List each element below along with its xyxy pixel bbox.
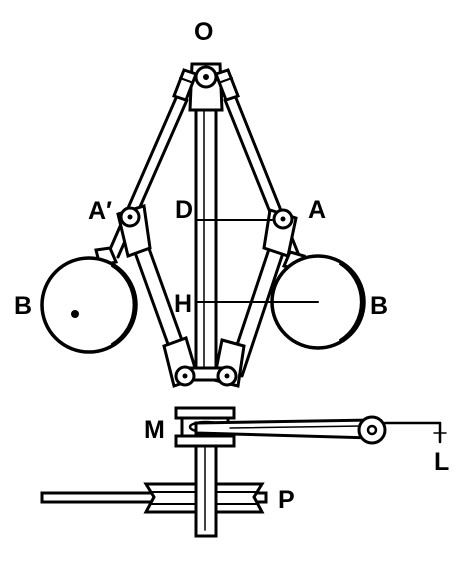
label-ball-b-left: B [14,292,32,320]
drive-belt-left [40,491,164,504]
label-pulley-p: P [278,486,295,514]
label-collar-a-prime: A′ [88,197,112,225]
pivot-head [188,62,224,112]
lever-arm [194,415,447,445]
label-collar-a: A [308,196,326,224]
ball-left [40,246,138,354]
ball-right [270,250,366,350]
collar-pin-right [272,208,294,230]
pulley [40,482,268,514]
label-lever-l: L [434,448,449,476]
sleeve-joint [174,365,238,387]
spindle-lower-shaft [194,438,218,538]
pivot-pin-center [203,74,209,80]
label-sleeve-m: M [144,416,165,444]
label-pivot-o: O [194,18,213,46]
label-ball-b-right: B [370,292,388,320]
spindle-upper-shaft [194,92,218,378]
collar-pin-left [119,206,141,228]
label-spindle-d: D [175,196,193,224]
spindle [194,92,218,538]
label-spindle-h: H [174,290,192,318]
